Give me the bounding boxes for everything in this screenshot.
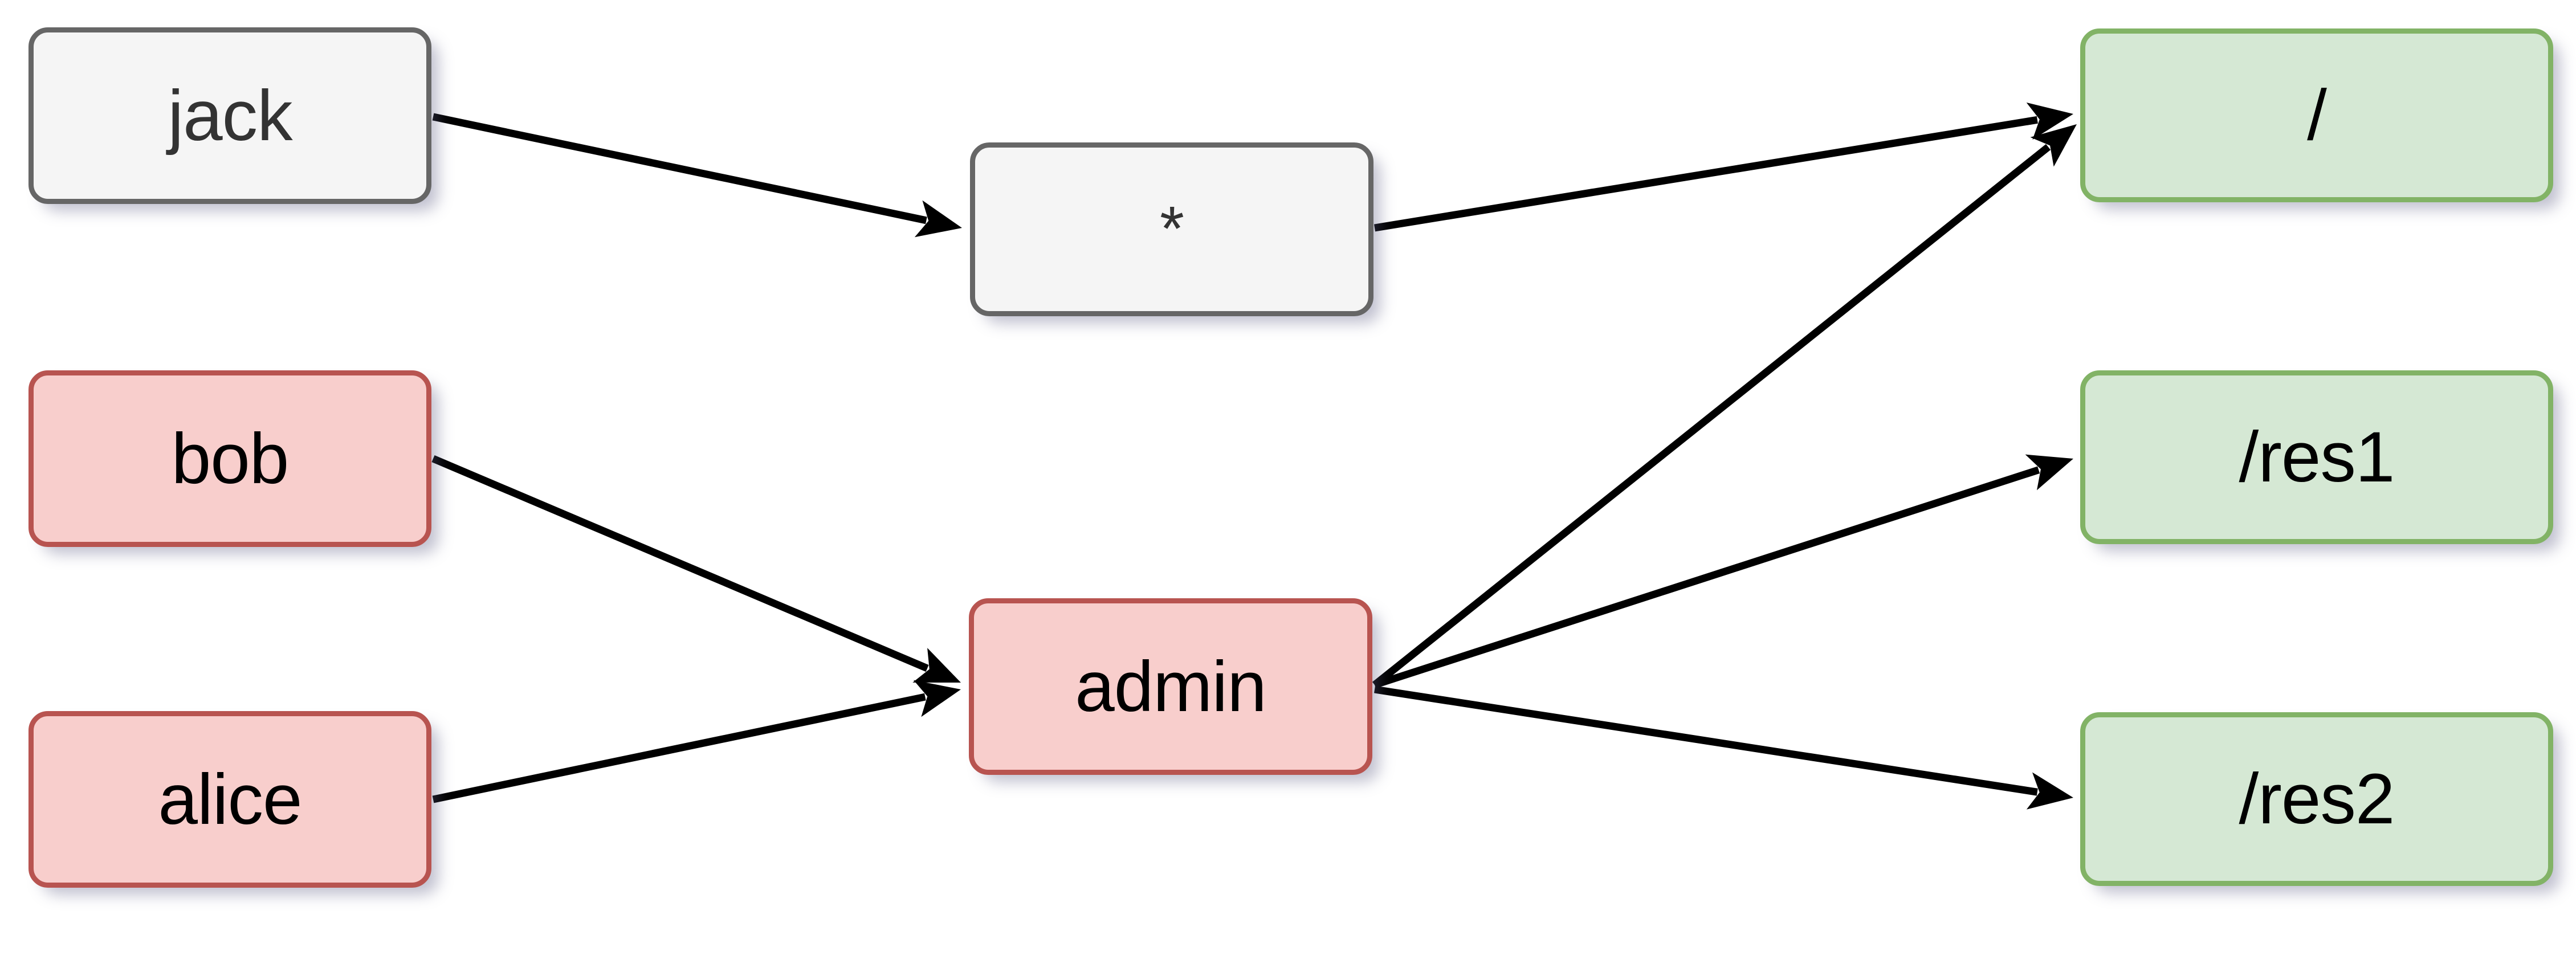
edge-admin-to-res2 <box>1374 685 2073 810</box>
node-jack[interactable]: jack <box>28 27 431 204</box>
edge-alice-to-admin <box>432 680 961 803</box>
node-bob-label: bob <box>171 419 290 499</box>
edge-star-to-root <box>1373 102 2073 232</box>
node-jack-label: jack <box>168 76 292 156</box>
node-alice[interactable]: alice <box>28 711 431 888</box>
node-res1[interactable]: /res1 <box>2080 370 2553 544</box>
node-root[interactable]: / <box>2080 28 2553 202</box>
node-wildcard-label: * <box>1160 194 1184 264</box>
node-res2[interactable]: /res2 <box>2080 712 2553 886</box>
node-admin[interactable]: admin <box>969 598 1372 775</box>
edge-admin-to-root <box>1372 124 2077 688</box>
node-wildcard[interactable]: * <box>970 142 1373 316</box>
node-admin-label: admin <box>1075 647 1266 726</box>
node-root-label: / <box>2307 76 2327 155</box>
edge-admin-to-res1 <box>1373 454 2073 689</box>
edge-bob-to-admin <box>431 455 961 683</box>
node-bob[interactable]: bob <box>28 370 431 547</box>
edge-jack-to-star <box>432 113 962 238</box>
node-res2-label: /res2 <box>2239 760 2395 839</box>
node-alice-label: alice <box>158 760 302 839</box>
node-res1-label: /res1 <box>2239 418 2395 497</box>
